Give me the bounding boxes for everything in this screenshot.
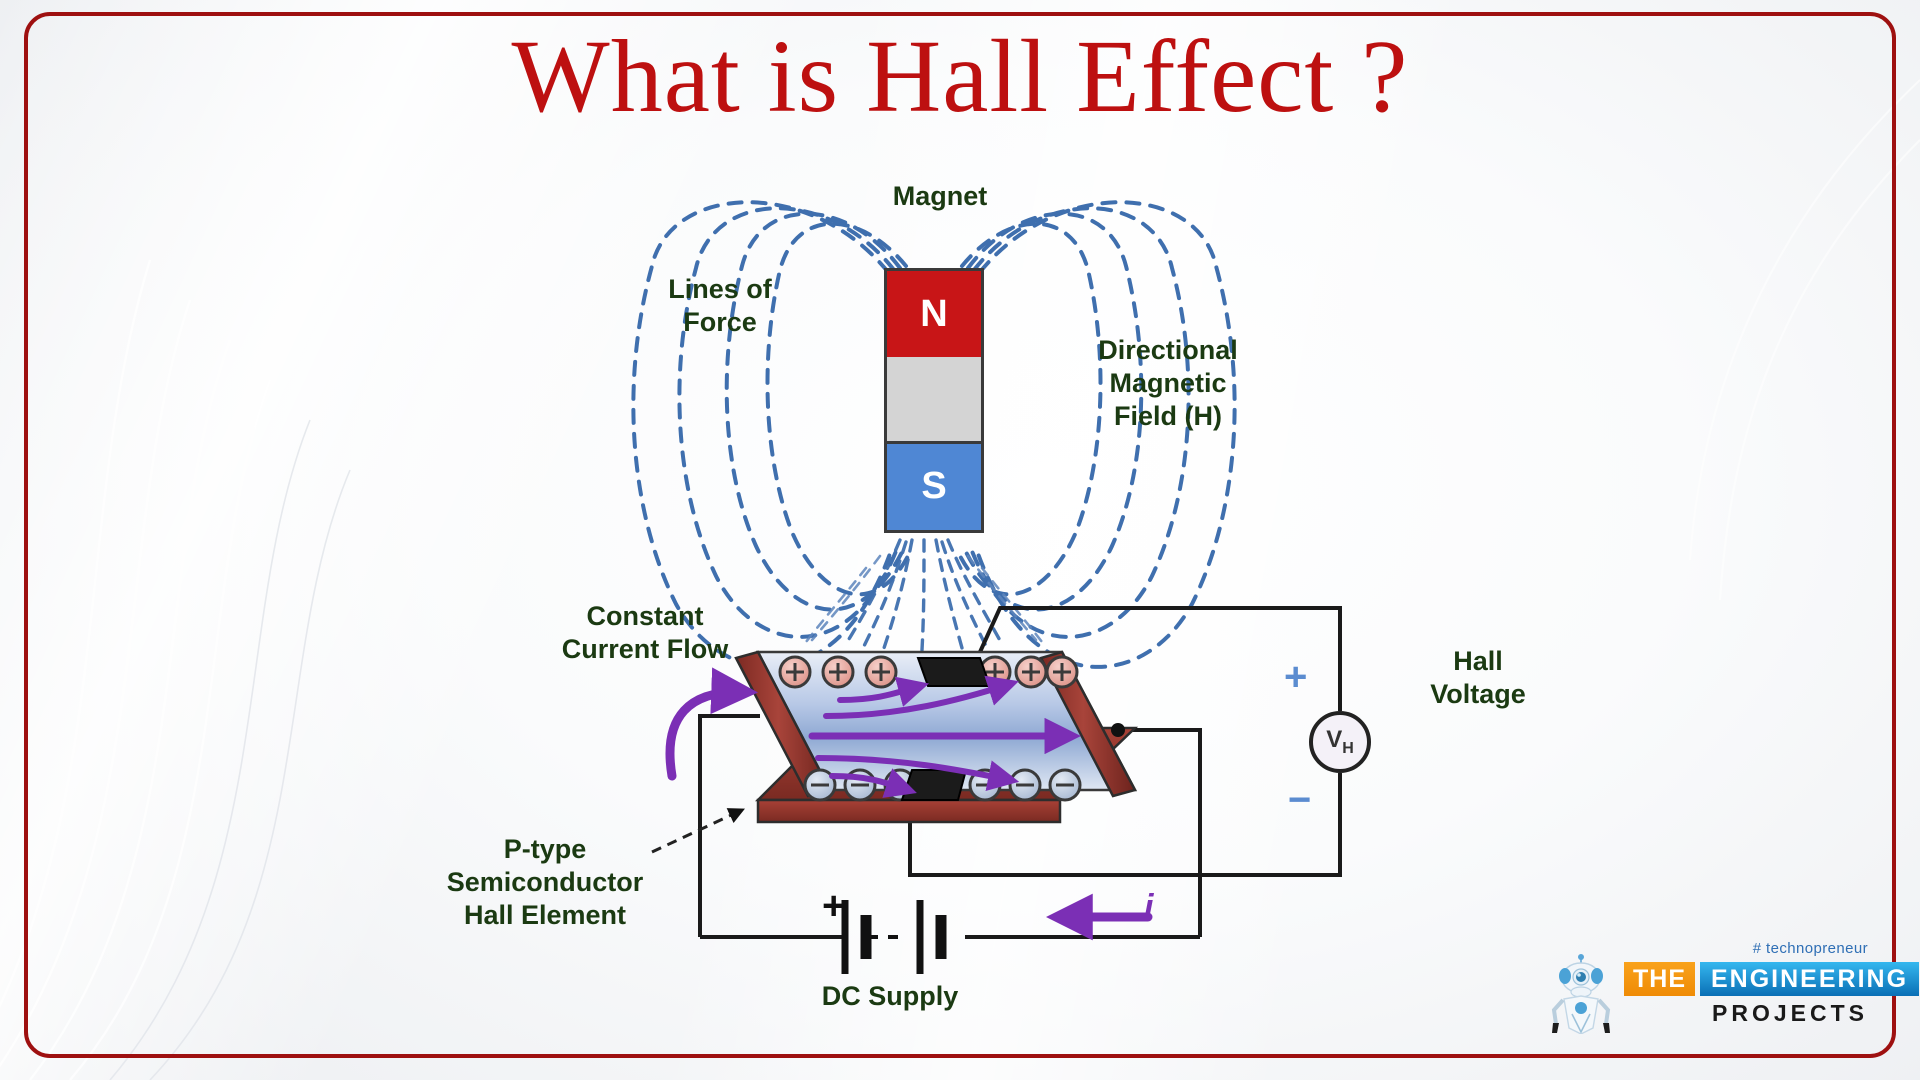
voltmeter-minus-sign: −: [1288, 778, 1312, 822]
current-symbol: i: [1144, 888, 1154, 926]
slide-border: [24, 12, 1896, 1058]
magnet-north-pole: N: [887, 271, 981, 361]
constant-current-arrow: [665, 667, 759, 781]
magnet-south-pole: S: [887, 440, 981, 530]
logo-tagline: # technopreneur: [1752, 940, 1868, 957]
slab-thickness: [756, 798, 1062, 824]
logo-engineering: ENGINEERING: [1700, 962, 1920, 996]
voltmeter-symbol: VH: [1309, 711, 1371, 773]
voltmeter-plus-sign: +: [1284, 655, 1308, 699]
logo-wordmark: THE ENGINEERING: [1624, 962, 1920, 996]
label-constant-current-flow: Constant Current Flow: [561, 601, 729, 664]
page-title: What is Hall Effect ?: [511, 19, 1409, 134]
logo-the: THE: [1624, 962, 1695, 996]
logo-projects: PROJECTS: [1712, 1000, 1868, 1026]
right-edge-terminal: [1111, 723, 1125, 737]
positive-charge-row: [778, 655, 1079, 689]
label-magnet: Magnet: [892, 181, 988, 211]
slab-bottom-contact: [900, 769, 968, 801]
battery-plus-sign: +: [822, 884, 846, 928]
label-p-type-semiconductor: P-type Semiconductor Hall Element: [446, 834, 644, 930]
voltmeter-label: VH: [1326, 726, 1354, 757]
brand-logo[interactable]: # technopreneur THE ENGINEERING PROJECTS: [1540, 940, 1920, 1040]
label-hall-voltage: Hall Voltage: [1430, 646, 1526, 709]
label-dc-supply: DC Supply: [821, 981, 959, 1011]
magnet-middle-section: [887, 357, 981, 444]
current-flow-arrows: [808, 675, 1081, 798]
robot-mascot-icon: [1551, 954, 1611, 1034]
slab-top-contact: [916, 657, 992, 687]
label-directional-magnetic-field: Directional Magnetic Field (H): [1098, 335, 1238, 431]
label-lines-of-force: Lines of Force: [668, 274, 772, 337]
bar-magnet: N S: [884, 268, 984, 533]
